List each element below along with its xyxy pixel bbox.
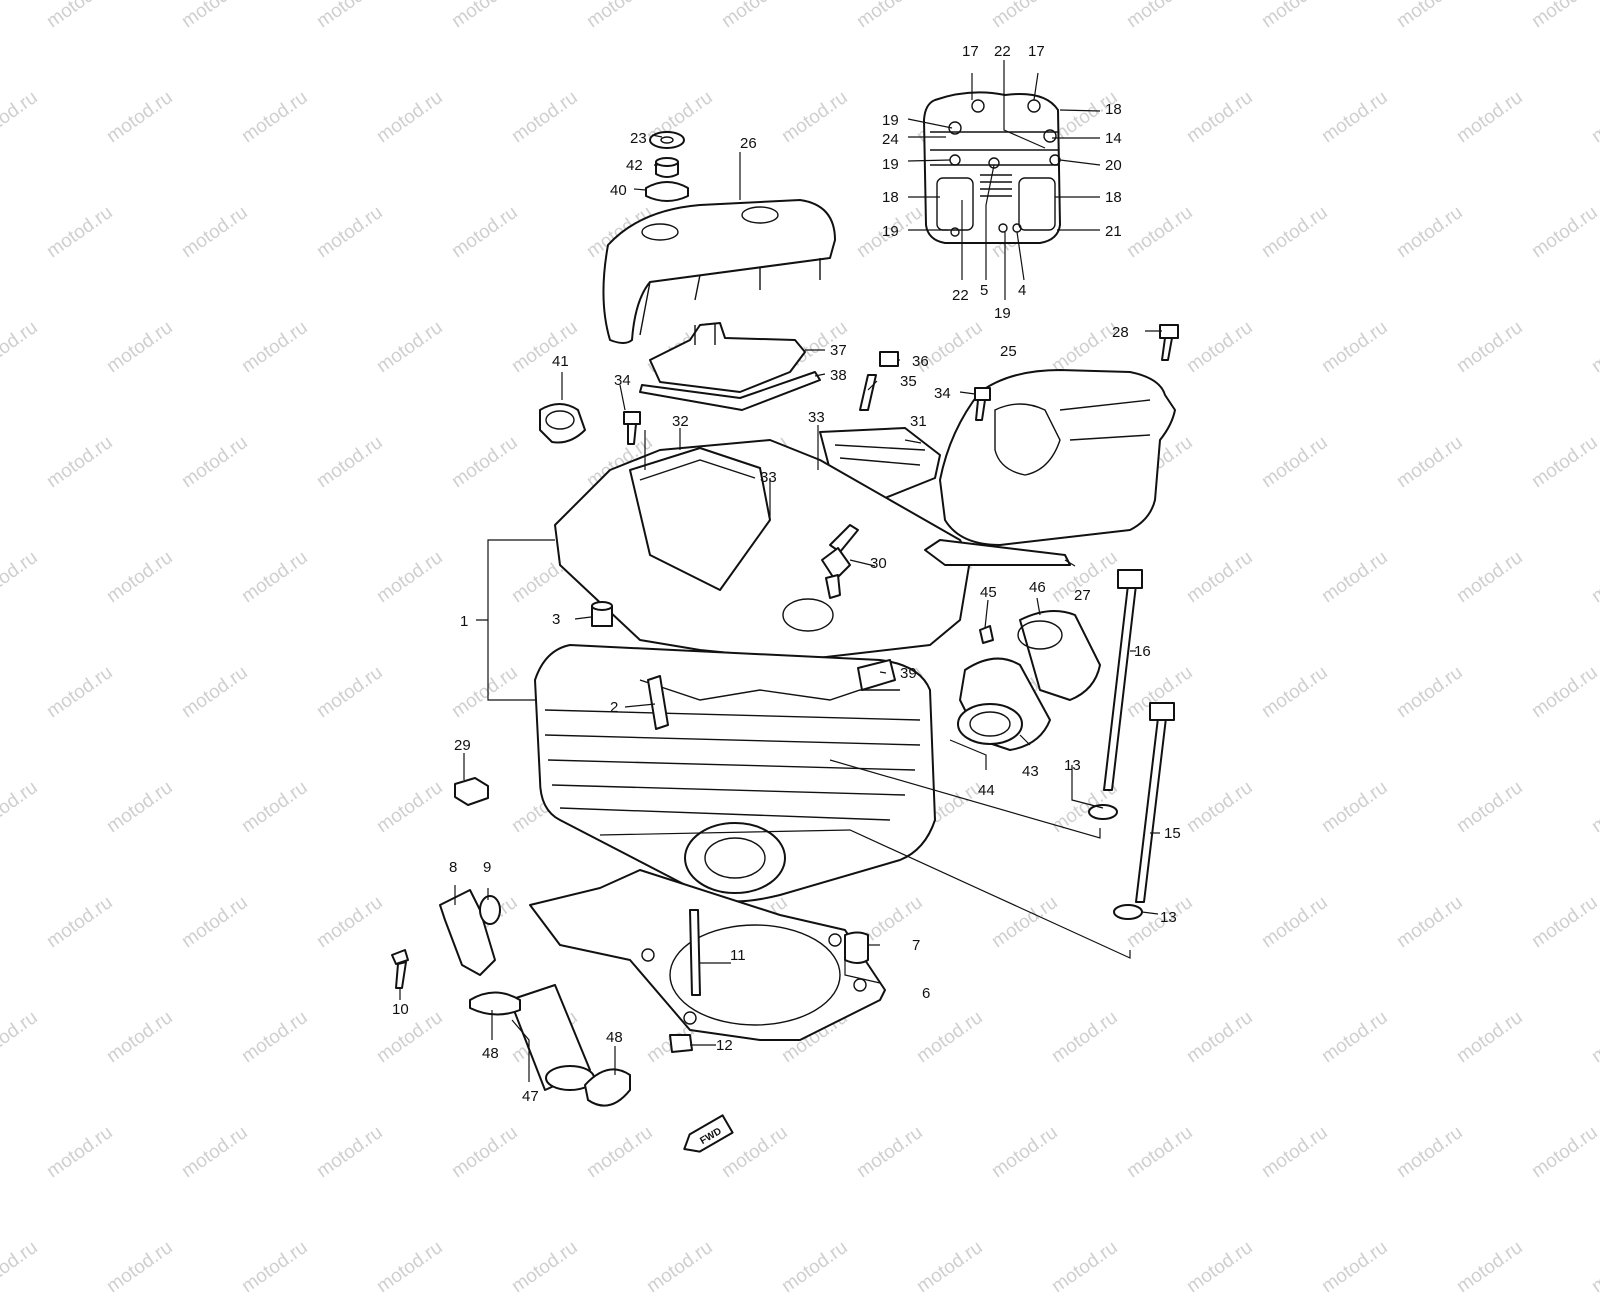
spark-plug — [821, 524, 859, 599]
callout-18-right: 18 — [1105, 189, 1122, 206]
callout-19-a: 19 — [882, 112, 899, 129]
callout-32: 32 — [672, 413, 689, 430]
callout-47: 47 — [522, 1088, 539, 1105]
callout-40: 40 — [610, 182, 627, 199]
callout-23: 23 — [630, 130, 647, 147]
head-gasket — [529, 869, 886, 1041]
callout-22-bottom: 22 — [952, 287, 969, 304]
leader-lines — [399, 60, 1162, 1082]
callout-44: 44 — [978, 782, 995, 799]
intake-parts — [957, 610, 1101, 751]
callout-7: 7 — [912, 937, 920, 954]
watermark-text: motod.ru — [507, 1236, 582, 1298]
callout-19-c: 19 — [882, 223, 899, 240]
callout-19-b: 19 — [882, 156, 899, 173]
callout-34-right: 34 — [934, 385, 951, 402]
watermark-text: motod.ru — [0, 1236, 42, 1298]
watermark-text: motod.ru — [912, 1236, 987, 1298]
seals — [539, 403, 1071, 691]
watermark-text: motod.ru — [237, 1236, 312, 1298]
callout-43: 43 — [1022, 763, 1039, 780]
callout-17-left: 17 — [962, 43, 979, 60]
watermark-text: motod.ru — [102, 1236, 177, 1298]
stud-bolts — [1088, 569, 1175, 920]
callout-48-left: 48 — [482, 1045, 499, 1062]
callout-8: 8 — [449, 859, 457, 876]
callout-37: 37 — [830, 342, 847, 359]
callout-19-d: 19 — [994, 305, 1011, 322]
watermark-text: motod.ru — [1452, 1236, 1527, 1298]
callout-45: 45 — [980, 584, 997, 601]
callout-14: 14 — [1105, 130, 1122, 147]
callout-3: 3 — [552, 611, 560, 628]
callout-5: 5 — [980, 282, 988, 299]
outlet-parts — [391, 889, 631, 1107]
cap — [454, 777, 489, 806]
callout-34-left: 34 — [614, 372, 631, 389]
callout-18-top: 18 — [1105, 101, 1122, 118]
callout-10: 10 — [392, 1001, 409, 1018]
callout-22-top: 22 — [994, 43, 1011, 60]
callout-4: 4 — [1018, 282, 1026, 299]
dowel-pins — [591, 601, 669, 730]
callout-33-left: 33 — [808, 409, 825, 426]
fwd-arrow: FWD — [683, 1114, 734, 1153]
right-rocker-cover — [939, 369, 1176, 546]
callout-9: 9 — [483, 859, 491, 876]
callout-36: 36 — [912, 353, 929, 370]
callout-20: 20 — [1105, 157, 1122, 174]
breather-cover — [639, 322, 821, 411]
gasket-fasteners — [669, 909, 869, 1053]
callout-13-upper: 13 — [1064, 757, 1081, 774]
callout-41: 41 — [552, 353, 569, 370]
watermark-text: motod.ru — [1587, 1236, 1600, 1298]
watermark-text: motod.ru — [1317, 1236, 1392, 1298]
callout-2: 2 — [610, 699, 618, 716]
callout-1: 1 — [460, 613, 468, 630]
watermark-text: motod.ru — [372, 1236, 447, 1298]
callout-35: 35 — [900, 373, 917, 390]
callout-24: 24 — [882, 131, 899, 148]
callout-31: 31 — [910, 413, 927, 430]
callout-21: 21 — [1105, 223, 1122, 240]
callout-12: 12 — [716, 1037, 733, 1054]
watermark-text: motod.ru — [777, 1236, 852, 1298]
watermark-text: motod.ru — [1047, 1236, 1122, 1298]
callout-18-left: 18 — [882, 189, 899, 206]
valve-cover-detail — [923, 91, 1061, 244]
left-rocker-cover — [602, 199, 836, 344]
callout-11: 11 — [730, 947, 746, 964]
grommets — [645, 131, 689, 202]
callout-26: 26 — [740, 135, 757, 152]
callout-25: 25 — [1000, 343, 1017, 360]
cylinder-head — [534, 439, 971, 903]
callout-27: 27 — [1074, 587, 1091, 604]
callout-30: 30 — [870, 555, 887, 572]
callout-48-right: 48 — [606, 1029, 623, 1046]
callout-labels: 1 2 3 4 5 6 7 8 9 10 11 12 13 13 14 15 1… — [392, 43, 1181, 1105]
callout-15: 15 — [1164, 825, 1181, 842]
callout-33-center: 33 — [760, 469, 777, 486]
small-bolts — [623, 324, 1179, 445]
callout-46: 46 — [1029, 579, 1046, 596]
callout-28: 28 — [1112, 324, 1129, 341]
watermark-text: motod.ru — [642, 1236, 717, 1298]
watermark-text: motod.ru — [1182, 1236, 1257, 1298]
callout-13-lower: 13 — [1160, 909, 1177, 926]
callout-39: 39 — [900, 665, 917, 682]
callout-16: 16 — [1134, 643, 1151, 660]
callout-38: 38 — [830, 367, 847, 384]
callout-6: 6 — [922, 985, 930, 1002]
callout-29: 29 — [454, 737, 471, 754]
parts-diagram: FWD — [391, 43, 1181, 1153]
callout-42: 42 — [626, 157, 643, 174]
callout-17-right: 17 — [1028, 43, 1045, 60]
